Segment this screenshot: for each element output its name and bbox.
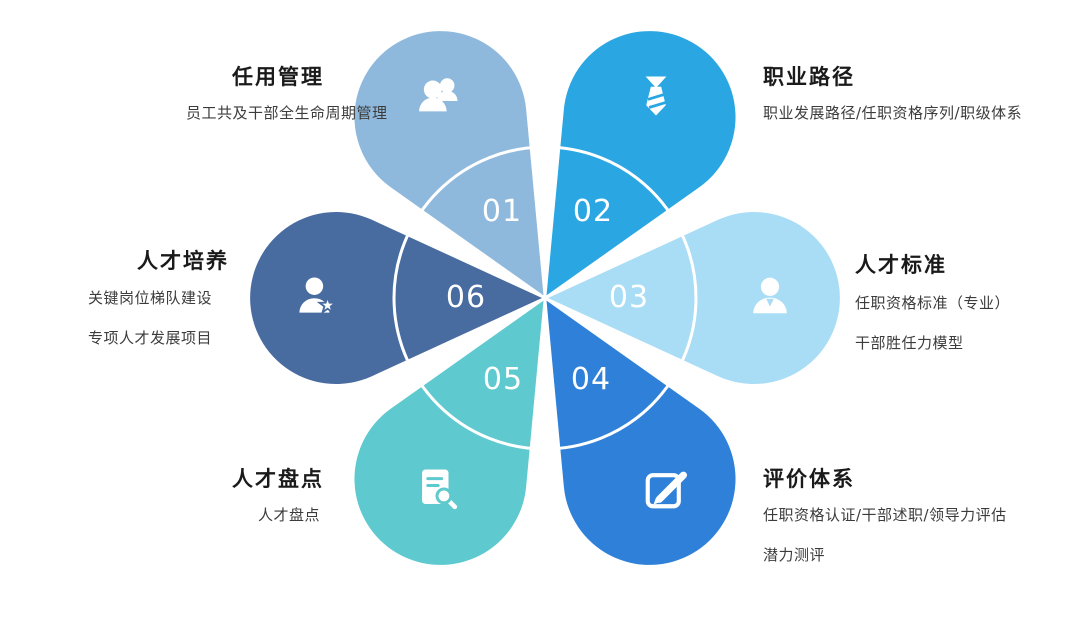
petal-02-number: 02 [573, 194, 613, 229]
petal-02-shape [546, 31, 736, 296]
petal-02-description: 职业发展路径/任职资格序列/职级体系 [763, 104, 1023, 122]
petal-04-title: 评价体系 [763, 467, 855, 491]
petal-01-title: 任用管理 [232, 65, 324, 89]
petal-06-number: 06 [446, 280, 486, 315]
petal-03-shape [548, 212, 840, 384]
edit-icon [645, 471, 687, 509]
petal-03-description-2: 干部胜任力模型 [855, 334, 964, 352]
petal-05-number: 05 [483, 362, 523, 397]
user-star-icon [299, 277, 339, 315]
petal-05-title: 人才盘点 [232, 467, 324, 491]
petal-06-title: 人才培养 [137, 249, 229, 273]
petal-03-title: 人才标准 [855, 253, 947, 277]
petal-06-shape [250, 212, 542, 385]
petal-01-description: 员工共及干部全生命周期管理 [186, 104, 388, 122]
users-icon [419, 78, 458, 112]
petal-02-title: 职业路径 [763, 65, 855, 89]
petal-04-description-2: 潜力测评 [763, 546, 826, 564]
petal-04-number: 04 [571, 362, 611, 397]
petal-05-description: 人才盘点 [258, 506, 321, 524]
petal-06-description-2: 专项人才发展项目 [88, 329, 213, 347]
petal-03-description-1: 任职资格标准（专业） [855, 294, 1011, 312]
petal-03-number: 03 [609, 280, 649, 315]
tie-icon [645, 76, 667, 116]
petal-04-shape [546, 300, 736, 565]
center-ring [392, 145, 698, 451]
petal-05-shape [354, 300, 544, 565]
user-icon [753, 277, 787, 314]
petal-01-shape [354, 31, 544, 296]
petal-04-description-1: 任职资格认证/干部述职/领导力评估 [763, 506, 1007, 524]
report-search-icon [422, 469, 458, 510]
petal-06-description-1: 关键岗位梯队建设 [88, 289, 213, 307]
petal-01-number: 01 [482, 194, 522, 229]
